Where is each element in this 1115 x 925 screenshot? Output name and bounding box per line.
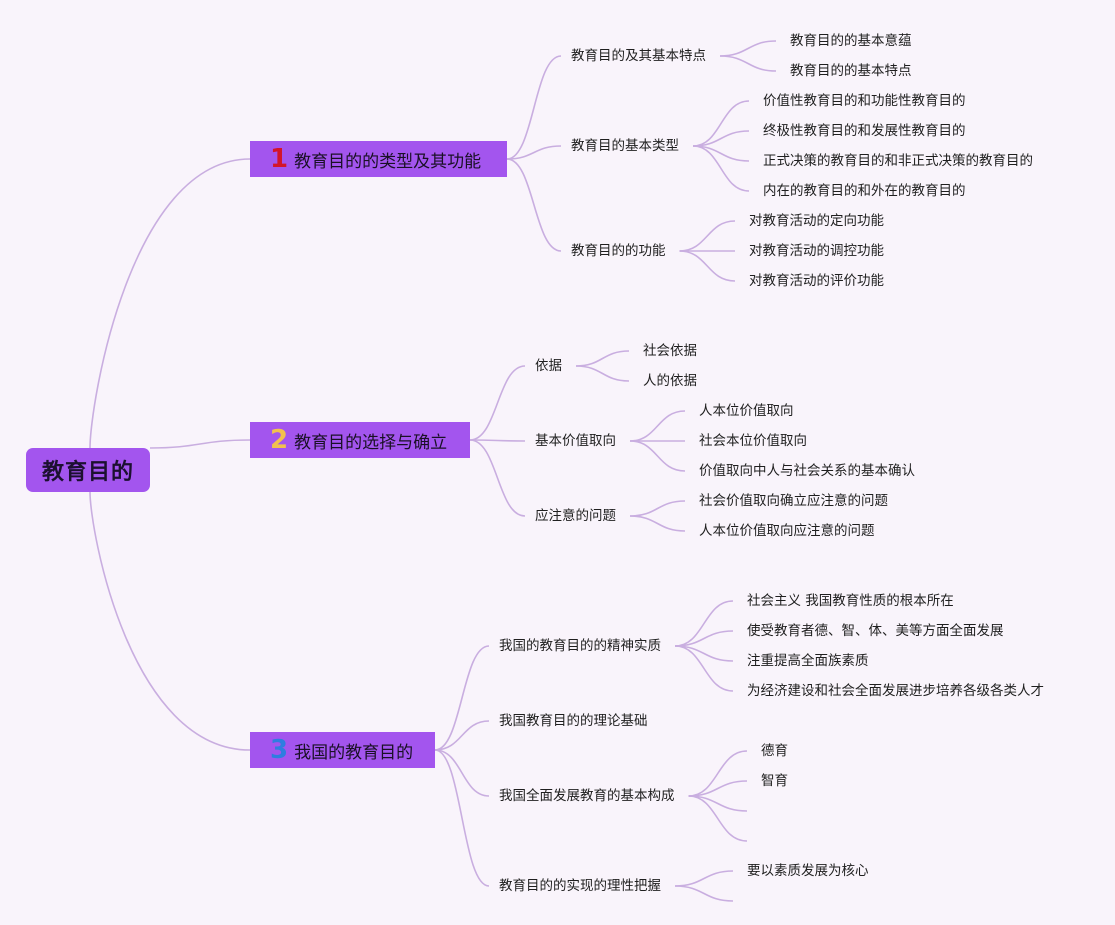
- subtopic[interactable]: 教育目的基本类型: [571, 138, 679, 154]
- branch-link: [469, 439, 526, 517]
- root-topic[interactable]: 教育目的: [26, 448, 150, 492]
- branch-link: [434, 749, 490, 797]
- leaf-topic[interactable]: 为经济建设和社会全面发展进步培养各级各类人才: [747, 683, 1044, 699]
- leaf-topic[interactable]: 社会主义 我国教育性质的根本所在: [747, 593, 954, 609]
- leaf-link: [674, 645, 734, 692]
- leaf-link: [575, 365, 630, 382]
- subtopic[interactable]: 基本价值取向: [535, 433, 616, 449]
- branch-link: [434, 645, 490, 751]
- subtopic[interactable]: 教育目的的实现的理性把握: [499, 878, 661, 894]
- branch-number: 2: [270, 425, 289, 455]
- leaf-link: [688, 750, 748, 797]
- leaf-link: [575, 350, 630, 367]
- leaf-topic[interactable]: 教育目的的基本意蕴: [790, 33, 912, 49]
- branch-number: 3: [270, 735, 289, 765]
- subtopic[interactable]: 依据: [535, 358, 562, 374]
- leaf-link: [629, 440, 686, 472]
- leaf-link: [719, 40, 777, 57]
- leaf-topic[interactable]: 德育: [761, 743, 788, 759]
- branch-label: 教育目的选择与确立: [294, 432, 448, 453]
- subtopic[interactable]: 我国的教育目的的精神实质: [499, 638, 661, 654]
- leaf-topic[interactable]: 智育: [761, 773, 788, 789]
- leaf-link: [679, 220, 736, 252]
- branch-label: 教育目的的类型及其功能: [294, 151, 482, 172]
- subtopic[interactable]: 我国全面发展教育的基本构成: [499, 788, 675, 804]
- leaf-link: [629, 410, 686, 442]
- leaf-link: [679, 250, 736, 282]
- leaf-topic[interactable]: 对教育活动的定向功能: [749, 213, 884, 229]
- leaf-link: [629, 515, 686, 532]
- branch-link: [506, 145, 562, 160]
- branch-link: [434, 720, 490, 751]
- leaf-topic[interactable]: 人本位价值取向应注意的问题: [699, 523, 875, 539]
- leaf-topic[interactable]: 正式决策的教育目的和非正式决策的教育目的: [763, 153, 1033, 169]
- root-link-2: [149, 439, 251, 449]
- leaf-topic[interactable]: 社会依据: [643, 343, 697, 359]
- leaf-topic[interactable]: 人的依据: [643, 373, 697, 389]
- leaf-topic[interactable]: 注重提高全面族素质: [747, 653, 869, 669]
- subtopic[interactable]: 我国教育目的的理论基础: [499, 713, 648, 729]
- branch-link: [506, 158, 562, 252]
- branch-link: [469, 439, 526, 442]
- leaf-topic[interactable]: 使受教育者德、智、体、美等方面全面发展: [747, 623, 1004, 639]
- leaf-link: [629, 500, 686, 517]
- leaf-topic[interactable]: 社会价值取向确立应注意的问题: [699, 493, 888, 509]
- leaf-topic[interactable]: 社会本位价值取向: [699, 433, 807, 449]
- branch-link: [506, 55, 562, 160]
- leaf-topic[interactable]: 价值取向中人与社会关系的基本确认: [699, 463, 915, 479]
- leaf-link: [674, 870, 734, 887]
- branch-link: [469, 365, 526, 441]
- leaf-topic[interactable]: 要以素质发展为核心: [747, 863, 869, 879]
- leaf-topic[interactable]: 对教育活动的评价功能: [749, 273, 884, 289]
- root-link-3: [89, 491, 251, 751]
- leaf-topic[interactable]: 人本位价值取向: [699, 403, 794, 419]
- leaf-link: [692, 100, 750, 147]
- leaf-topic[interactable]: 价值性教育目的和功能性教育目的: [763, 93, 966, 109]
- subtopic[interactable]: 教育目的的功能: [571, 243, 666, 259]
- root-link-1: [89, 158, 251, 449]
- leaf-link: [674, 885, 734, 902]
- leaf-link: [692, 145, 750, 192]
- branch-link: [434, 749, 490, 887]
- leaf-topic[interactable]: 内在的教育目的和外在的教育目的: [763, 183, 966, 199]
- leaf-link: [719, 55, 777, 72]
- subtopic[interactable]: 应注意的问题: [535, 508, 616, 524]
- branch-label: 我国的教育目的: [294, 742, 414, 763]
- branch-number: 1: [270, 144, 289, 174]
- subtopic[interactable]: 教育目的及其基本特点: [571, 48, 706, 64]
- leaf-link: [688, 795, 748, 842]
- leaf-topic[interactable]: 终极性教育目的和发展性教育目的: [763, 123, 966, 139]
- leaf-link: [674, 600, 734, 647]
- leaf-topic[interactable]: 教育目的的基本特点: [790, 63, 912, 79]
- leaf-topic[interactable]: 对教育活动的调控功能: [749, 243, 884, 259]
